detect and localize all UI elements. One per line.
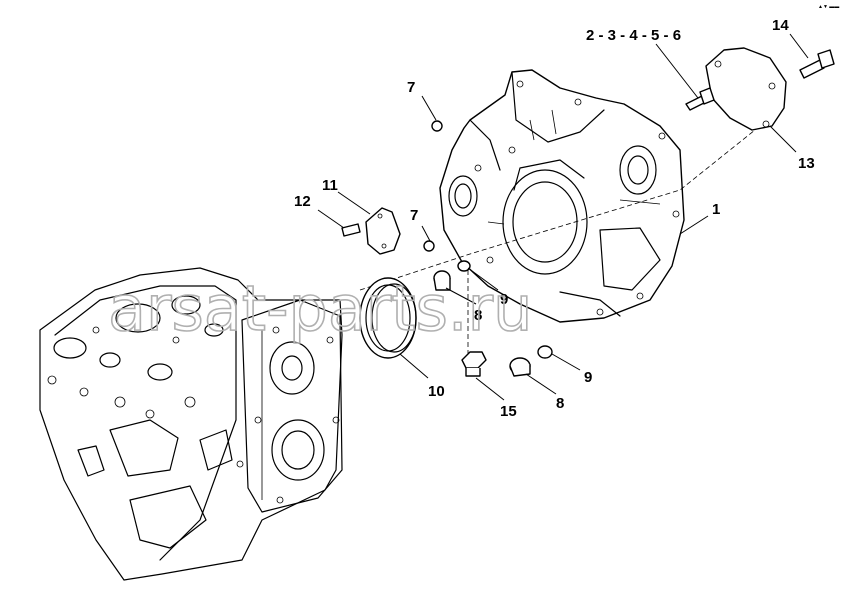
plug-7-lower bbox=[423, 240, 435, 252]
seal-10 bbox=[359, 277, 417, 359]
callout-10: 10 bbox=[428, 383, 445, 400]
bolt-2-6 bbox=[685, 87, 715, 111]
plug-7-upper bbox=[431, 120, 443, 132]
watermark-text: arsat-parts.ru bbox=[108, 272, 532, 345]
callout-8-lower: 8 bbox=[556, 395, 564, 412]
bolt-14 bbox=[799, 49, 835, 79]
callout-7-lower: 7 bbox=[410, 207, 418, 224]
callout-8-upper: 8 bbox=[474, 307, 482, 324]
engine-block bbox=[39, 267, 343, 581]
cover-plate-13 bbox=[705, 47, 787, 131]
callout-11: 11 bbox=[322, 177, 338, 194]
plug-15 bbox=[461, 351, 487, 377]
corner-mark: ▲▼ ▬▬ bbox=[818, 4, 839, 10]
small-cover-11 bbox=[365, 207, 401, 255]
callout-1: 1 bbox=[712, 201, 720, 218]
plug-8-upper bbox=[433, 270, 451, 291]
plug-8-lower bbox=[509, 357, 531, 377]
callout-7-upper: 7 bbox=[407, 79, 415, 96]
callout-13: 13 bbox=[798, 155, 815, 172]
callout-9-upper: 9 bbox=[500, 291, 508, 308]
callout-2-3-4-5-6: 2 - 3 - 4 - 5 - 6 bbox=[586, 27, 681, 44]
callout-15: 15 bbox=[500, 403, 517, 420]
callout-9-lower: 9 bbox=[584, 369, 592, 386]
bolt-12 bbox=[341, 223, 361, 237]
washer-9-upper bbox=[457, 260, 471, 272]
washer-9-lower bbox=[537, 345, 553, 359]
callout-14: 14 bbox=[772, 17, 789, 34]
callout-12: 12 bbox=[294, 193, 311, 210]
flywheel-housing bbox=[439, 69, 685, 323]
